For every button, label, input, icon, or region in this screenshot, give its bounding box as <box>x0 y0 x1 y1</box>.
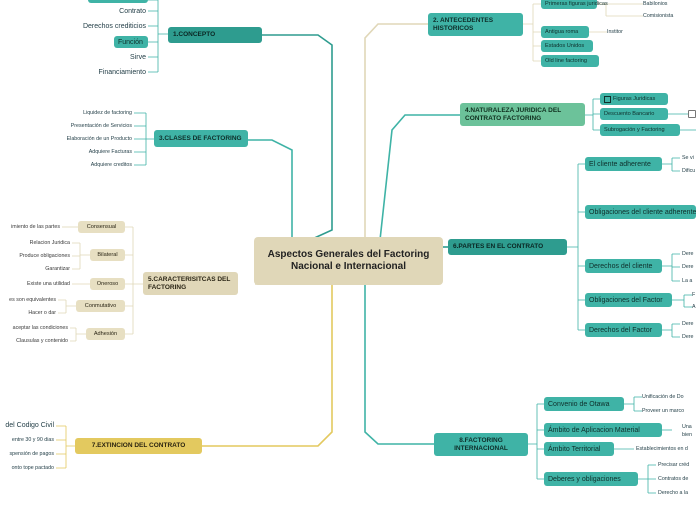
parte-leaf[interactable]: F <box>692 292 696 298</box>
internacional-leaf[interactable]: Proveer un marco <box>642 408 685 414</box>
branch-extincion[interactable]: 7.EXTINCION DEL CONTRATO <box>75 438 202 454</box>
naturaleza-figuras[interactable]: Figuras Juridicas <box>600 93 668 105</box>
concepto-item-derechos[interactable]: Derechos crediticios <box>82 23 146 30</box>
antecedente-antigua-roma[interactable]: Antigua roma <box>541 26 589 38</box>
parte-leaf[interactable]: Dere <box>682 251 694 257</box>
antecedente-primeras-figuras[interactable]: Primeras figuras juridicas <box>541 0 608 9</box>
caracteristica-leaf[interactable]: Relacion Juridica <box>29 240 70 246</box>
clases-item[interactable]: Liquidez de factoring <box>83 110 132 116</box>
internacional-leaf[interactable]: bien <box>682 431 693 438</box>
checkbox-icon[interactable] <box>688 110 696 118</box>
caracteristica-conmutativo[interactable]: Conmutativo <box>76 300 125 312</box>
caracteristica-leaf[interactable]: Hacer o dar <box>28 310 56 316</box>
branch-internacional[interactable]: 8.FACTORING INTERNACIONAL <box>434 433 528 456</box>
caracteristica-leaf[interactable]: aceptar las condiciones <box>12 325 68 331</box>
naturaleza-subrogacion[interactable]: Subrogación y Factoring <box>600 124 680 136</box>
branch-naturaleza[interactable]: 4.NATURALEZA JURIDICA DEL CONTRATO FACTO… <box>460 103 585 126</box>
caracteristica-leaf[interactable]: Garantizar <box>45 266 70 272</box>
internacional-deberes[interactable]: Deberes y obligaciones <box>544 472 638 486</box>
caracteristica-leaf[interactable]: es son equivalentes <box>9 297 56 303</box>
central-topic[interactable]: Aspectos Generales del Factoring Naciona… <box>254 237 443 285</box>
concepto-item-financiamiento[interactable]: Financiamiento <box>98 69 146 76</box>
branch-caracteristicas[interactable]: 5.CARACTERISITCAS DEL FACTORING <box>143 272 238 295</box>
extincion-item[interactable]: del Codigo Civil <box>5 422 54 429</box>
internacional-leaf[interactable]: Precisar créd <box>658 462 690 468</box>
internacional-ambito-material[interactable]: Ámbito de Aplicacion Material <box>544 423 662 437</box>
antecedente-old-line[interactable]: Old line factoring <box>541 55 599 67</box>
parte-leaf[interactable]: A <box>692 304 696 310</box>
concepto-item-sirve[interactable]: Sirve <box>130 54 146 61</box>
parte-leaf[interactable]: Dificu <box>682 168 696 174</box>
internacional-leaf[interactable]: Establecimientos en d <box>636 446 688 452</box>
branch-clases[interactable]: 3.CLASES DE FACTORING <box>154 130 248 147</box>
internacional-convenio-otawa[interactable]: Convenio de Otawa <box>544 397 624 411</box>
caracteristica-leaf[interactable]: Existe una utilidad <box>27 281 70 287</box>
extincion-item[interactable]: onto tope pactado <box>11 465 54 471</box>
internacional-ambito-territorial[interactable]: Ámbito Territorial <box>544 442 614 456</box>
caracteristica-leaf[interactable]: Clausulas y contenido <box>16 338 68 344</box>
clases-item[interactable]: Adquiere Facturas <box>88 149 132 155</box>
antecedente-leaf[interactable]: Institor <box>607 29 623 35</box>
caracteristica-oneroso[interactable]: Oneroso <box>90 278 125 290</box>
concepto-item-top[interactable] <box>88 0 148 3</box>
clases-item[interactable]: Presentación de Servicios <box>70 123 132 129</box>
concepto-item-funcion[interactable]: Función <box>114 36 148 48</box>
checkbox-icon <box>604 95 611 103</box>
parte-leaf[interactable]: Dere <box>682 334 694 340</box>
caracteristica-consensual[interactable]: Consensual <box>78 221 125 233</box>
parte-leaf[interactable]: Se vi <box>682 155 694 161</box>
internacional-leaf[interactable]: Contratos de <box>658 476 689 482</box>
extincion-item[interactable]: entre 30 y 90 dias <box>11 437 54 443</box>
antecedente-estados-unidos[interactable]: Estados Unidos <box>541 40 593 52</box>
caracteristica-leaf[interactable]: Produce obligaciones <box>19 253 70 259</box>
caracteristica-leaf[interactable]: imiento de las partes <box>11 224 60 230</box>
clases-item[interactable]: Adquiere creditos <box>90 162 132 168</box>
clases-item[interactable]: Elaboración de un Producto <box>66 136 132 142</box>
concepto-item-contrato[interactable]: Contrato <box>119 8 146 15</box>
antecedente-leaf[interactable]: Babilonios <box>643 1 668 7</box>
internacional-leaf[interactable]: Una <box>682 423 692 430</box>
parte-obligaciones-cliente[interactable]: Obligaciones del cliente adherente <box>585 205 696 219</box>
antecedente-leaf[interactable]: Comisionista <box>643 13 674 19</box>
branch-antecedentes[interactable]: 2. ANTECEDENTES HISTORICOS <box>428 13 523 36</box>
internacional-leaf[interactable]: Derecho a la <box>658 490 689 496</box>
branch-partes[interactable]: 6.PARTES EN EL CONTRATO <box>448 239 567 255</box>
parte-derechos-cliente[interactable]: Derechos del cliente <box>585 259 662 273</box>
parte-leaf[interactable]: Dere <box>682 321 694 327</box>
caracteristica-bilateral[interactable]: Bilateral <box>90 249 125 261</box>
internacional-leaf[interactable]: Unificación de Do <box>642 394 684 400</box>
caracteristica-adhesion[interactable]: Adhesión <box>86 328 125 340</box>
parte-obligaciones-factor[interactable]: Obligaciones del Factor <box>585 293 672 307</box>
parte-derechos-factor[interactable]: Derechos del Factor <box>585 323 662 337</box>
branch-concepto[interactable]: 1.CONCEPTO <box>168 27 262 43</box>
parte-cliente-adherente[interactable]: El cliente adherente <box>585 157 662 171</box>
parte-leaf[interactable]: Dere <box>682 264 694 270</box>
naturaleza-figuras-label: Figuras Juridicas <box>613 96 656 102</box>
extincion-item[interactable]: spensión de pagos <box>9 451 54 457</box>
parte-leaf[interactable]: La a <box>682 278 693 284</box>
naturaleza-descuento[interactable]: Descuento Bancario <box>600 108 668 120</box>
